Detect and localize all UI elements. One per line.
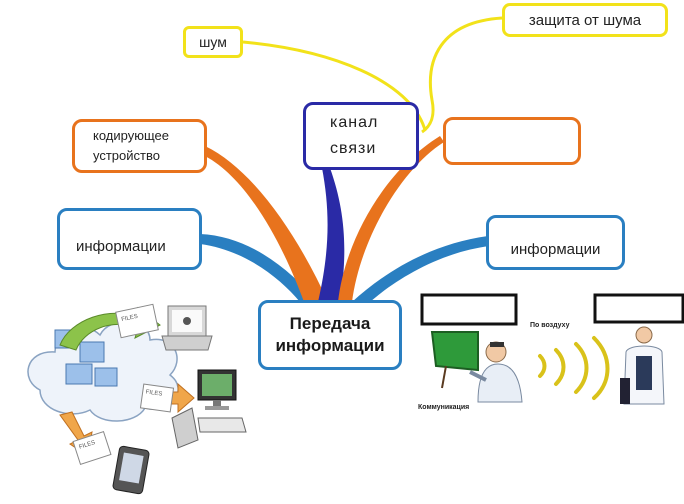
board-icon: [430, 331, 479, 389]
node-source: информации: [57, 208, 202, 270]
node-orange-blank: [443, 117, 581, 165]
file-icon: FILES FILES FILES: [72, 303, 175, 465]
branch-channel: [318, 168, 345, 302]
phone-icon: [112, 445, 150, 495]
branch-noise-protection: [421, 16, 503, 134]
blank-box-right: [593, 293, 684, 324]
node-noise-label: шум: [199, 34, 227, 50]
node-noise-protection: защита от шума: [502, 3, 668, 37]
node-channel: канал связи: [303, 102, 419, 170]
node-noise-protection-label: защита от шума: [528, 11, 642, 29]
node-source-label: информации: [76, 237, 166, 255]
monitor-icon: [197, 369, 237, 410]
branch-receiver: [352, 236, 490, 302]
laptop-icon: [161, 305, 213, 351]
blank-box-left: [420, 293, 518, 326]
teacher-figure: [469, 341, 523, 403]
node-encoder: кодирующее устройство: [72, 119, 207, 173]
branch-encoder: [205, 146, 328, 302]
files-label-3: FILES: [78, 440, 96, 451]
communication-label: Коммуникация: [418, 404, 469, 411]
node-noise: шум: [183, 26, 243, 58]
node-receiver: информации: [486, 215, 625, 270]
laptop-icon-2: [171, 407, 247, 449]
node-center-label: Передача информации: [275, 314, 385, 355]
branch-source: [200, 234, 318, 302]
via-air-label: По воздуху: [530, 322, 570, 329]
sound-waves-icon: [538, 336, 610, 400]
node-encoder-label: кодирующее устройство: [93, 128, 169, 163]
files-label-2: FILES: [145, 389, 162, 397]
listener-figure: [620, 326, 665, 405]
branch-orange-right: [338, 136, 444, 302]
node-receiver-label: информации: [510, 241, 601, 258]
node-channel-label: канал связи: [330, 114, 379, 157]
files-label-1: FILES: [121, 314, 139, 323]
node-center: Передача информации: [258, 300, 402, 370]
